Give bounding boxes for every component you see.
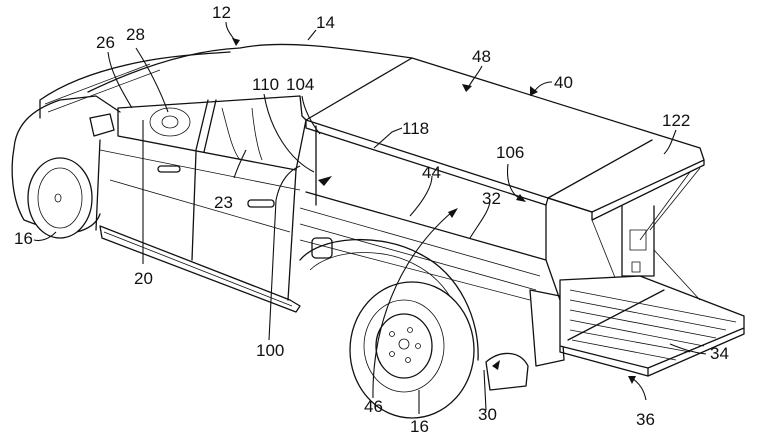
- label-46: 46: [364, 397, 383, 416]
- front-wheel: [27, 157, 93, 239]
- bed-cover: [305, 57, 705, 291]
- label-122: 122: [662, 111, 690, 130]
- label-110: 110: [252, 75, 279, 94]
- tailgate: [559, 205, 745, 377]
- label-44: 44: [422, 163, 441, 182]
- leader-lines: [33, 21, 707, 414]
- label-26: 26: [96, 33, 115, 52]
- label-118: 118: [402, 119, 429, 138]
- label-14: 14: [316, 13, 335, 32]
- rear-wheel: [349, 281, 475, 419]
- label-16-front: 16: [14, 229, 33, 248]
- label-34: 34: [710, 344, 729, 363]
- label-48: 48: [472, 47, 491, 66]
- label-30: 30: [478, 405, 497, 424]
- label-20: 20: [134, 269, 153, 288]
- label-106: 106: [496, 143, 524, 162]
- label-32: 32: [482, 189, 501, 208]
- label-40: 40: [554, 73, 573, 92]
- label-12: 12: [212, 3, 231, 22]
- label-16-rear: 16: [410, 417, 429, 436]
- label-100: 100: [256, 341, 284, 360]
- reference-labels: 12 14 26 28 110 104 48 40 118 122 106 44…: [14, 3, 729, 436]
- label-36: 36: [636, 410, 655, 429]
- label-28: 28: [126, 25, 145, 44]
- label-104: 104: [286, 75, 314, 94]
- label-23: 23: [214, 193, 233, 212]
